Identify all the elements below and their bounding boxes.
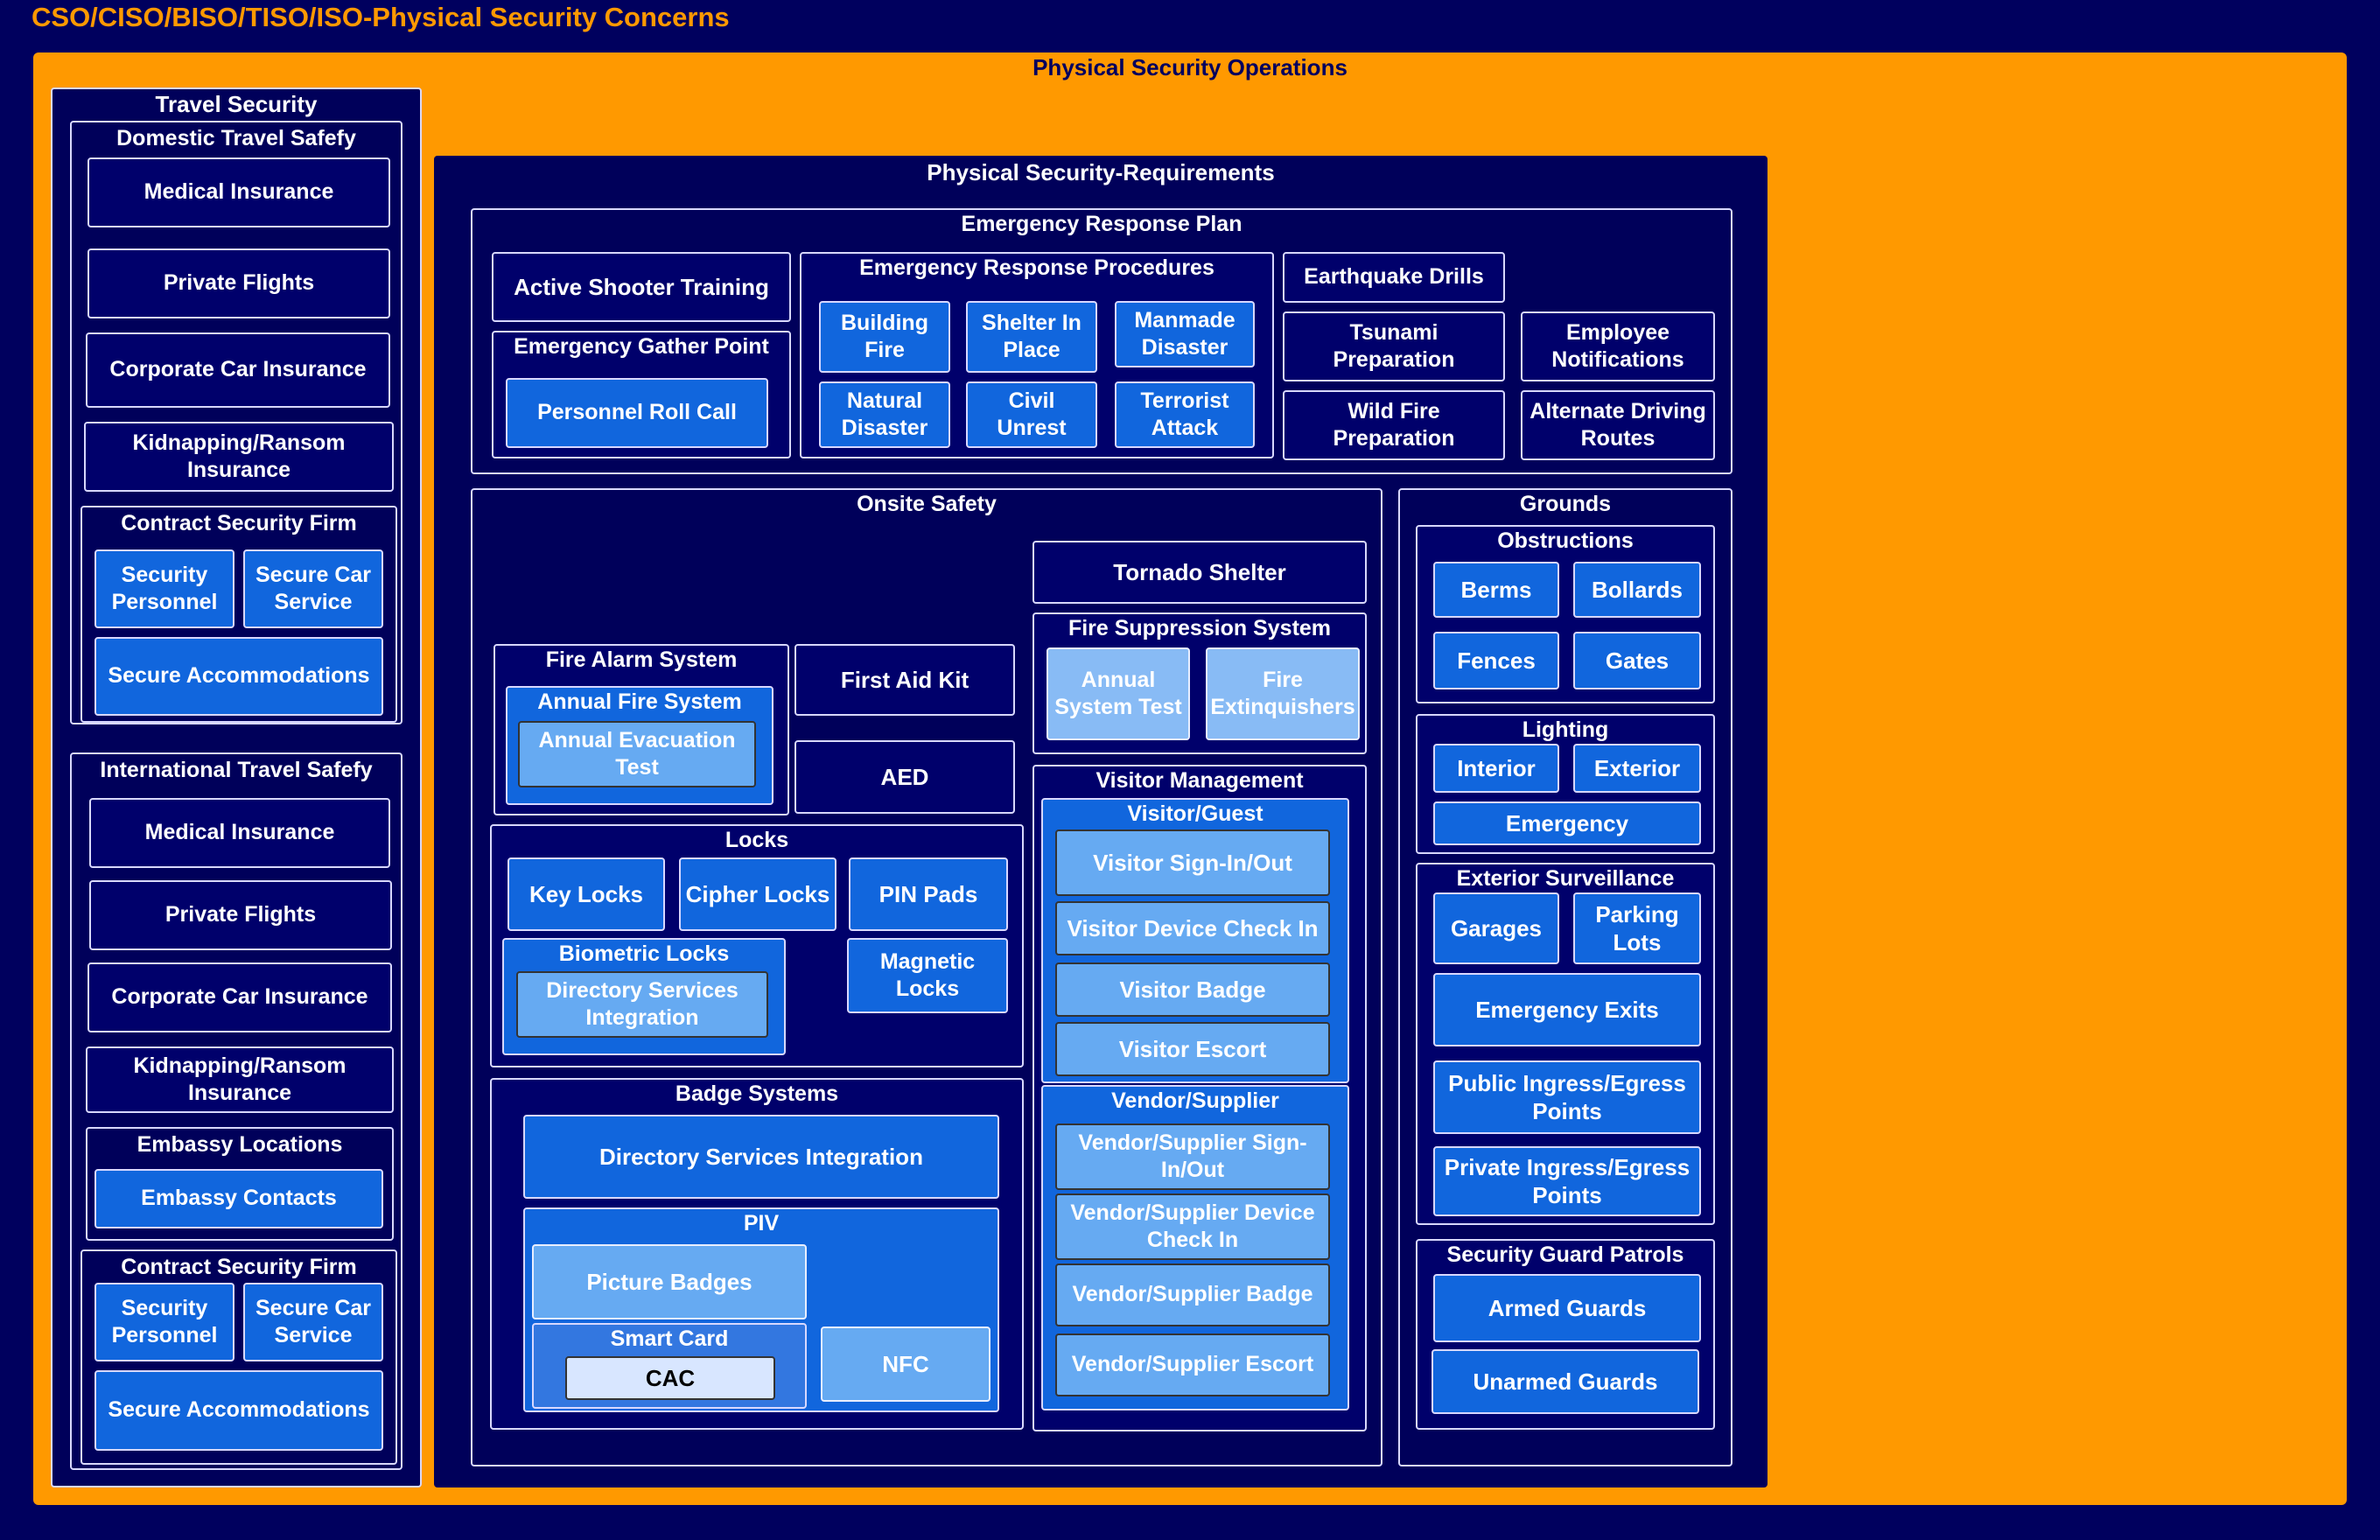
badge-systems-title: Badge Systems: [675, 1082, 839, 1106]
gather-point-title: Emergency Gather Point: [514, 334, 769, 359]
international-contract-firm-title: Contract Security Firm: [121, 1255, 357, 1279]
vendor-device-check-in: Vendor/Supplier Device Check In: [1055, 1194, 1330, 1260]
vendor-escort: Vendor/Supplier Escort: [1055, 1334, 1330, 1396]
civil-unrest: Civil Unrest: [966, 382, 1097, 448]
shelter-in-place: Shelter In Place: [966, 301, 1097, 373]
active-shooter-training: Active Shooter Training: [492, 252, 791, 322]
public-ingress-egress-points: Public Ingress/Egress Points: [1433, 1060, 1701, 1134]
fire-extinquishers: Fire Extinquishers: [1206, 648, 1360, 740]
guard-patrols-title: Security Guard Patrols: [1446, 1242, 1684, 1267]
annual-fire-system-title: Annual Fire System: [537, 690, 742, 714]
domestic-private-flights: Private Flights: [88, 248, 390, 318]
nfc: NFC: [821, 1326, 990, 1402]
embassy-locations-title: Embassy Locations: [136, 1132, 343, 1157]
aed: AED: [794, 740, 1015, 814]
pin-pads: PIN Pads: [849, 858, 1008, 931]
operations-title: Physical Security Operations: [1032, 54, 1348, 80]
visitor-device-check-in: Visitor Device Check In: [1055, 901, 1330, 956]
vendor-sign-in-out: Vendor/Supplier Sign-In/Out: [1055, 1124, 1330, 1190]
armed-guards: Armed Guards: [1433, 1274, 1701, 1342]
cipher-locks: Cipher Locks: [679, 858, 836, 931]
personnel-roll-call: Personnel Roll Call: [506, 378, 768, 448]
international-secure-car-service: Secure Car Service: [243, 1283, 383, 1362]
domestic-secure-accommodations: Secure Accommodations: [94, 637, 383, 716]
magnetic-locks: Magnetic Locks: [847, 938, 1008, 1013]
smart-card-title: Smart Card: [610, 1326, 729, 1351]
visitor-badge: Visitor Badge: [1055, 962, 1330, 1017]
international-medical-insurance: Medical Insurance: [89, 798, 390, 868]
gates: Gates: [1573, 632, 1701, 690]
vendor-badge: Vendor/Supplier Badge: [1055, 1264, 1330, 1326]
badge-directory-services-integration: Directory Services Integration: [523, 1115, 999, 1199]
erp-title: Emergency Response Plan: [961, 212, 1242, 236]
cac: CAC: [565, 1356, 775, 1400]
biometric-directory-services-integration: Directory Services Integration: [516, 971, 768, 1038]
domestic-security-personnel: Security Personnel: [94, 550, 234, 628]
earthquake-drills: Earthquake Drills: [1283, 252, 1505, 303]
travel-security-title: Travel Security: [155, 91, 318, 117]
requirements-title: Physical Security-Requirements: [927, 159, 1275, 186]
domestic-corporate-car-insurance: Corporate Car Insurance: [86, 332, 390, 408]
lighting-interior: Interior: [1433, 744, 1559, 793]
international-secure-accommodations: Secure Accommodations: [94, 1370, 383, 1451]
onsite-safety-title: Onsite Safety: [857, 492, 997, 516]
locks-title: Locks: [724, 828, 789, 852]
manmade-disaster: Manmade Disaster: [1115, 301, 1255, 368]
visitor-guest-title: Visitor/Guest: [1127, 802, 1264, 826]
visitor-sign-in-out: Visitor Sign-In/Out: [1055, 830, 1330, 896]
employee-notifications: Employee Notifications: [1521, 312, 1715, 382]
annual-evacuation-test: Annual Evacuation Test: [518, 721, 756, 788]
domestic-medical-insurance: Medical Insurance: [88, 158, 390, 228]
lighting-emergency: Emergency: [1433, 802, 1701, 845]
natural-disaster: Natural Disaster: [819, 382, 950, 448]
grounds-title: Grounds: [1519, 492, 1612, 516]
diagram-title: CSO/CISO/BISO/TISO/ISO-Physical Security…: [32, 2, 730, 32]
piv-title: PIV: [743, 1211, 780, 1236]
visitor-escort: Visitor Escort: [1055, 1022, 1330, 1076]
fire-suppression-title: Fire Suppression System: [1068, 616, 1332, 640]
exterior-surveillance-title: Exterior Surveillance: [1456, 866, 1675, 891]
lighting-exterior: Exterior: [1573, 744, 1701, 793]
international-security-personnel: Security Personnel: [94, 1283, 234, 1362]
first-aid-kit: First Aid Kit: [794, 644, 1015, 716]
parking-lots: Parking Lots: [1573, 892, 1701, 964]
visitor-management-title: Visitor Management: [1096, 768, 1304, 793]
domestic-kidnapping-ransom-insurance: Kidnapping/Ransom Insurance: [84, 422, 394, 492]
domestic-contract-firm-title: Contract Security Firm: [121, 511, 357, 536]
international-corporate-car-insurance: Corporate Car Insurance: [88, 962, 392, 1032]
annual-system-test: Annual System Test: [1046, 648, 1190, 740]
international-private-flights: Private Flights: [89, 880, 392, 950]
emergency-exits: Emergency Exits: [1433, 973, 1701, 1046]
key-locks: Key Locks: [508, 858, 665, 931]
lighting-title: Lighting: [1522, 718, 1609, 742]
international-kidnapping-ransom-insurance: Kidnapping/Ransom Insurance: [86, 1046, 394, 1113]
unarmed-guards: Unarmed Guards: [1432, 1349, 1699, 1414]
picture-badges: Picture Badges: [532, 1244, 807, 1320]
building-fire: Building Fire: [819, 301, 950, 373]
alternate-driving-routes: Alternate Driving Routes: [1521, 390, 1715, 460]
obstructions-title: Obstructions: [1497, 528, 1634, 553]
embassy-contacts: Embassy Contacts: [94, 1169, 383, 1228]
terrorist-attack: Terrorist Attack: [1115, 382, 1255, 448]
tsunami-preparation: Tsunami Preparation: [1283, 312, 1505, 382]
tornado-shelter: Tornado Shelter: [1032, 541, 1367, 604]
berms: Berms: [1433, 562, 1559, 618]
bollards: Bollards: [1573, 562, 1701, 618]
fences: Fences: [1433, 632, 1559, 690]
garages: Garages: [1433, 892, 1559, 964]
wild-fire-preparation: Wild Fire Preparation: [1283, 390, 1505, 460]
fire-alarm-title: Fire Alarm System: [545, 648, 738, 672]
biometric-locks-title: Biometric Locks: [558, 942, 730, 966]
vendor-supplier-title: Vendor/Supplier: [1111, 1088, 1279, 1113]
procedures-title: Emergency Response Procedures: [859, 256, 1214, 280]
domestic-travel-title: Domestic Travel Safefy: [116, 126, 356, 150]
private-ingress-egress-points: Private Ingress/Egress Points: [1433, 1146, 1701, 1216]
international-travel-title: International Travel Safefy: [100, 758, 373, 782]
domestic-secure-car-service: Secure Car Service: [243, 550, 383, 628]
